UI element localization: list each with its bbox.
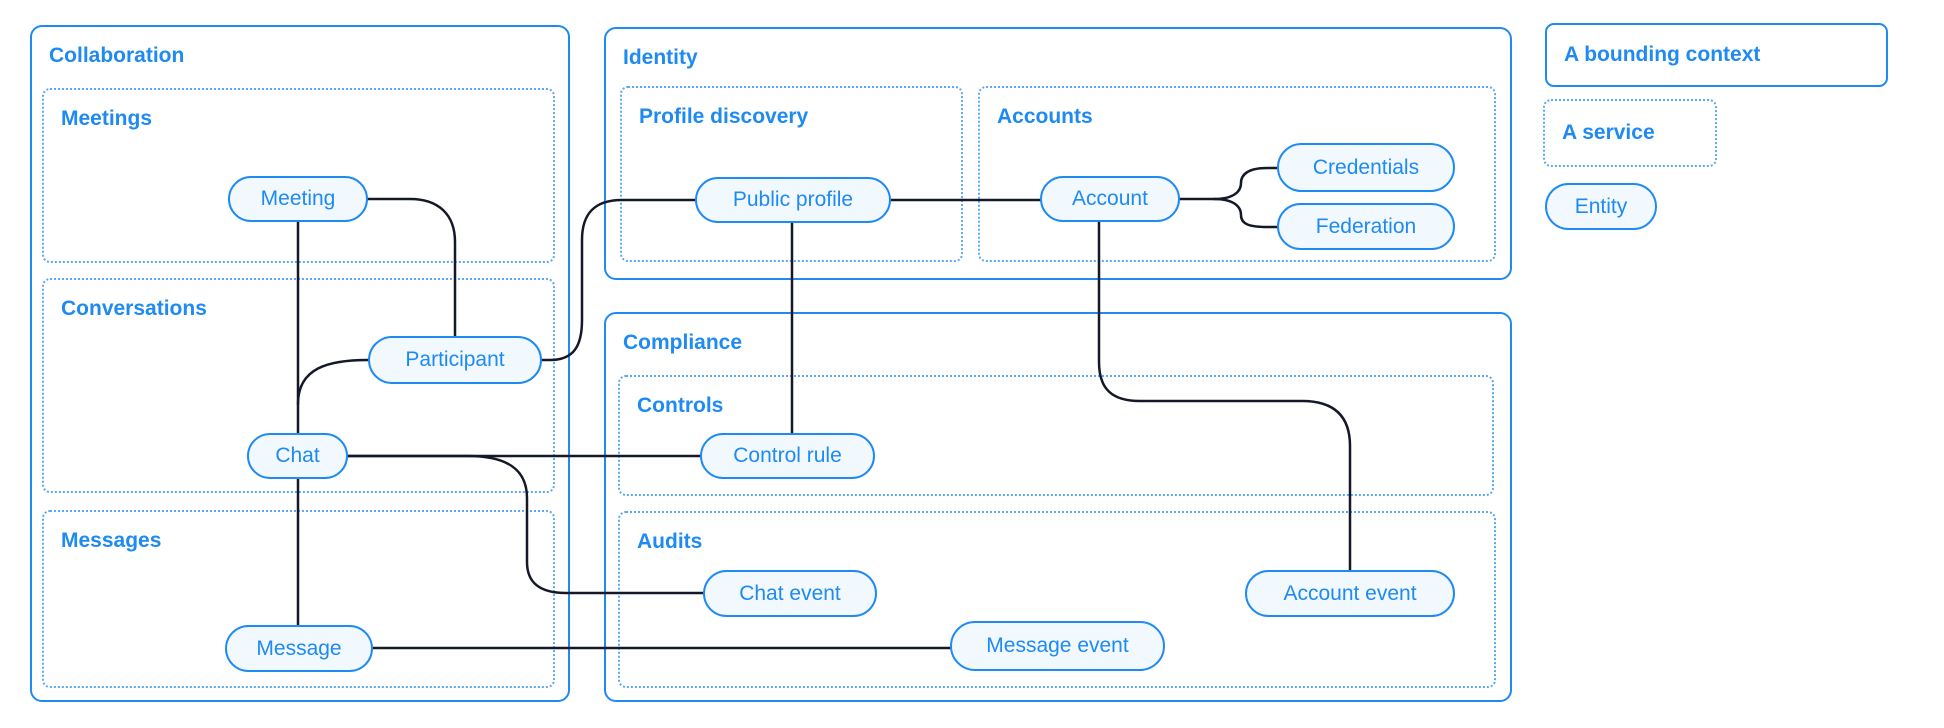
entity-pill-control-rule: Control rule — [700, 433, 875, 479]
entity-pill-account: Account — [1040, 176, 1180, 222]
entity-label-chat-event: Chat event — [739, 581, 841, 605]
entity-pill-federation: Federation — [1277, 203, 1455, 250]
entity-pill-participant: Participant — [368, 336, 542, 384]
legend-bounding-context: A bounding context — [1545, 23, 1888, 87]
service-label-audits: Audits — [637, 530, 703, 553]
entity-label-federation: Federation — [1315, 214, 1417, 238]
service-label-conversations: Conversations — [61, 297, 207, 320]
legend-service-label: A service — [1562, 121, 1655, 144]
entity-pill-chat-event: Chat event — [703, 570, 877, 617]
entity-pill-chat: Chat — [247, 433, 348, 479]
entity-label-credentials: Credentials — [1312, 155, 1420, 179]
context-box-collaboration: Collaboration — [30, 25, 570, 702]
entity-pill-message: Message — [225, 625, 373, 672]
legend-service: A service — [1543, 99, 1717, 167]
context-label-identity: Identity — [623, 46, 698, 69]
entity-label-public-profile: Public profile — [732, 188, 854, 211]
legend-entity-label: Entity — [1574, 194, 1628, 218]
context-label-collaboration: Collaboration — [49, 44, 185, 67]
entity-label-meeting: Meeting — [260, 187, 336, 210]
entity-label-chat: Chat — [275, 444, 320, 467]
entity-pill-meeting: Meeting — [228, 176, 368, 222]
service-box-profile-discovery: Profile discovery — [620, 86, 963, 262]
entity-pill-message-event: Message event — [950, 621, 1165, 671]
entity-label-message: Message — [256, 636, 342, 660]
service-label-messages: Messages — [61, 529, 162, 552]
context-label-compliance: Compliance — [623, 331, 743, 354]
entity-label-control-rule: Control rule — [733, 444, 842, 467]
service-label-meetings: Meetings — [61, 107, 153, 130]
service-label-profile-discovery: Profile discovery — [639, 105, 809, 128]
entity-label-account-event: Account event — [1283, 581, 1417, 605]
legend-bounding-context-label: A bounding context — [1564, 43, 1761, 66]
service-label-controls: Controls — [637, 394, 724, 417]
service-label-accounts: Accounts — [997, 105, 1093, 128]
entity-label-account: Account — [1072, 187, 1148, 210]
entity-pill-account-event: Account event — [1245, 570, 1455, 617]
service-box-controls: Controls — [618, 375, 1494, 496]
entity-label-message-event: Message event — [986, 634, 1129, 657]
legend-entity-pill: Entity — [1545, 183, 1657, 230]
entity-pill-public-profile: Public profile — [695, 177, 891, 223]
entity-label-participant: Participant — [405, 348, 505, 371]
context-box-identity: Identity — [604, 27, 1512, 280]
entity-pill-credentials: Credentials — [1277, 143, 1455, 192]
